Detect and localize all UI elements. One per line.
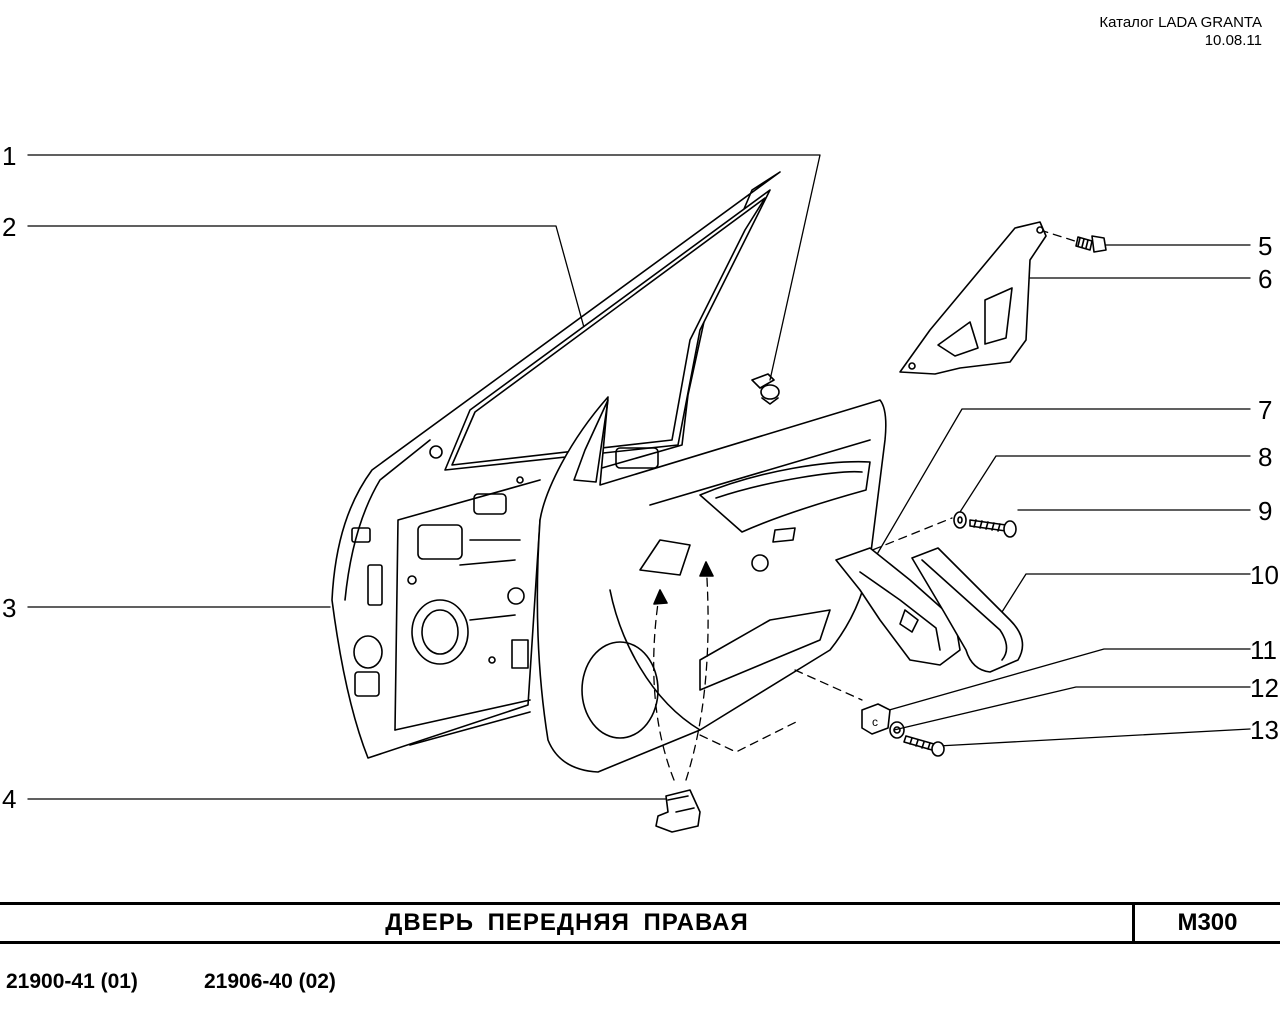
callout-11: 11: [1250, 635, 1277, 665]
door-trim-panel: [536, 396, 887, 773]
page-title: ДВЕРЬ ПЕРЕДНЯЯ ПРАВАЯ: [385, 909, 749, 936]
nut-part-11: c: [861, 703, 891, 735]
screw-part-9: [969, 519, 1017, 538]
callout-13: 13: [1250, 715, 1279, 745]
catalog-date: 10.08.11: [1204, 32, 1262, 49]
callout-10: 10: [1250, 560, 1279, 590]
screw-part-13: [903, 735, 945, 757]
leader-1: [27, 154, 821, 381]
door-frame: [331, 171, 781, 759]
callout-8: 8: [1258, 442, 1273, 472]
callout-1: 1: [2, 141, 17, 171]
handle-cover-part-10: [911, 547, 1024, 673]
page-code: М300: [1177, 909, 1238, 936]
bracket-part-6: [899, 221, 1047, 375]
leader-11: [881, 648, 1251, 713]
leader-8: [959, 455, 1251, 513]
callout-9: 9: [1258, 496, 1273, 526]
model-code-2: 21906-40 (02): [204, 970, 336, 993]
model-code-1: 21900-41 (01): [6, 970, 138, 993]
leader-10: [1001, 573, 1251, 613]
bolt-part-5: [1075, 235, 1107, 253]
arrow-left: [653, 589, 668, 605]
callout-5: 5: [1258, 231, 1273, 261]
callout-2: 2: [2, 212, 17, 242]
svg-text:c: c: [872, 715, 878, 729]
assembly-lines: [653, 229, 1079, 781]
callout-12: 12: [1250, 673, 1279, 703]
callout-7: 7: [1258, 395, 1273, 425]
leader-12: [893, 686, 1251, 731]
callout-4: 4: [2, 784, 17, 814]
arrow-right: [699, 561, 714, 577]
washer-part-12: [889, 721, 905, 739]
retainer-part-4: [655, 789, 701, 833]
leader-13: [937, 728, 1251, 747]
leader-7: [875, 408, 1251, 557]
washer-part-8: [953, 511, 967, 529]
callout-3: 3: [2, 593, 17, 623]
clip-part-1: [751, 373, 780, 405]
callout-6: 6: [1258, 264, 1273, 294]
leader-2: [27, 225, 605, 401]
title-divider: [1132, 905, 1135, 941]
catalog-header: Каталог LADA GRANTA 10.08.11: [1099, 14, 1262, 50]
door-exploded-diagram: c: [27, 154, 1251, 833]
handle-housing-part-7: [835, 547, 961, 666]
catalog-name: Каталог LADA GRANTA: [1099, 14, 1262, 31]
title-block: ДВЕРЬ ПЕРЕДНЯЯ ПРАВАЯ М300: [0, 902, 1280, 944]
